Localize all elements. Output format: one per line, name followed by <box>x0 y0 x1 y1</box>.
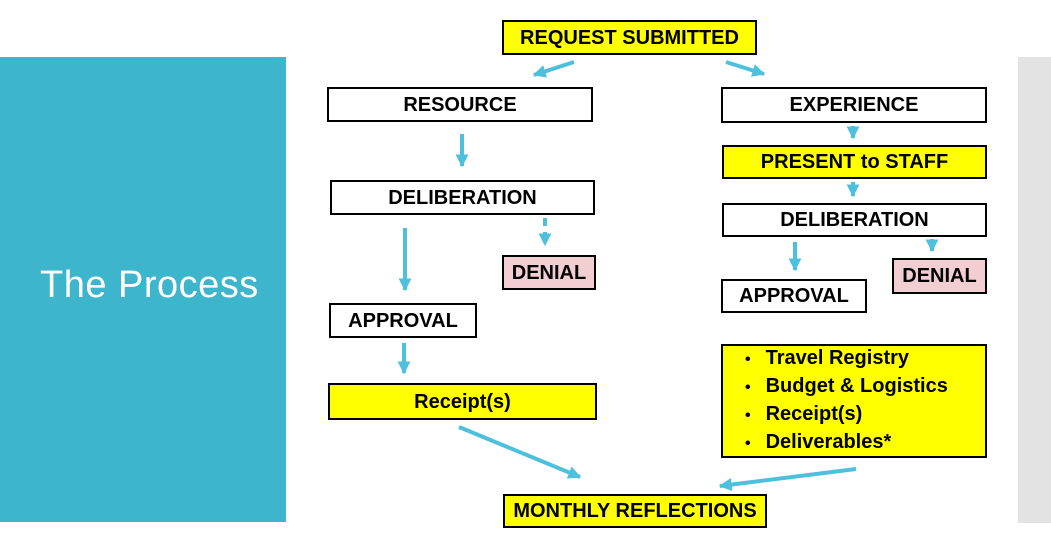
node-deliberation-left-label: DELIBERATION <box>388 186 537 209</box>
node-experience-label: EXPERIENCE <box>789 94 919 116</box>
arrow-receipts-to-monthly <box>458 425 582 479</box>
bullet-icon: • <box>745 435 751 452</box>
node-approval-right-label: APPROVAL <box>739 285 849 307</box>
deliverable-item-label: Deliverables* <box>765 431 892 453</box>
node-approval-right: APPROVAL <box>721 279 867 313</box>
deliverable-item: • Deliverables* <box>745 429 981 457</box>
node-deliberation-left: DELIBERATION <box>330 180 595 215</box>
right-accent-strip <box>1018 57 1051 523</box>
deliverables-bullet-list: • Travel Registry • Budget & Logistics •… <box>745 345 981 457</box>
node-receipts-label: Receipt(s) <box>414 390 511 413</box>
arrow-request-to-resource <box>532 60 575 78</box>
node-experience: EXPERIENCE <box>721 87 987 123</box>
node-denial-left: DENIAL <box>502 255 596 290</box>
deliverable-item: • Budget & Logistics <box>745 373 981 401</box>
deliverable-item: • Travel Registry <box>745 345 981 373</box>
title-panel <box>0 57 286 522</box>
node-denial-right: DENIAL <box>892 258 987 294</box>
deliverable-item-label: Travel Registry <box>765 347 910 369</box>
bullet-icon: • <box>745 351 751 368</box>
node-present-to-staff-label: PRESENT to STAFF <box>760 151 949 173</box>
node-monthly-reflections: MONTHLY REFLECTIONS <box>503 494 767 528</box>
node-deliberation-right-label: DELIBERATION <box>780 209 929 231</box>
node-request-submitted: REQUEST SUBMITTED <box>502 20 757 55</box>
node-resource: RESOURCE <box>327 87 593 122</box>
node-deliverables-list: • Travel Registry • Budget & Logistics •… <box>721 344 987 458</box>
node-denial-left-label: DENIAL <box>511 261 587 284</box>
node-receipts: Receipt(s) <box>328 383 597 420</box>
deliverable-item: • Receipt(s) <box>745 401 981 429</box>
node-approval-left: APPROVAL <box>329 303 477 338</box>
node-deliberation-right: DELIBERATION <box>722 203 987 237</box>
node-approval-left-label: APPROVAL <box>348 309 458 332</box>
deliverable-item-label: Budget & Logistics <box>765 375 948 397</box>
slide-title: The Process <box>40 264 259 306</box>
node-monthly-reflections-label: MONTHLY REFLECTIONS <box>513 500 757 522</box>
node-resource-label: RESOURCE <box>403 93 517 116</box>
deliverable-item-label: Receipt(s) <box>765 403 863 425</box>
bullet-icon: • <box>745 379 751 396</box>
arrow-deliverables-to-monthly <box>718 467 857 491</box>
node-present-to-staff: PRESENT to STAFF <box>722 145 987 179</box>
bullet-icon: • <box>745 407 751 424</box>
arrow-request-to-experience <box>725 60 766 77</box>
node-denial-right-label: DENIAL <box>902 265 977 287</box>
node-request-submitted-label: REQUEST SUBMITTED <box>520 26 739 49</box>
